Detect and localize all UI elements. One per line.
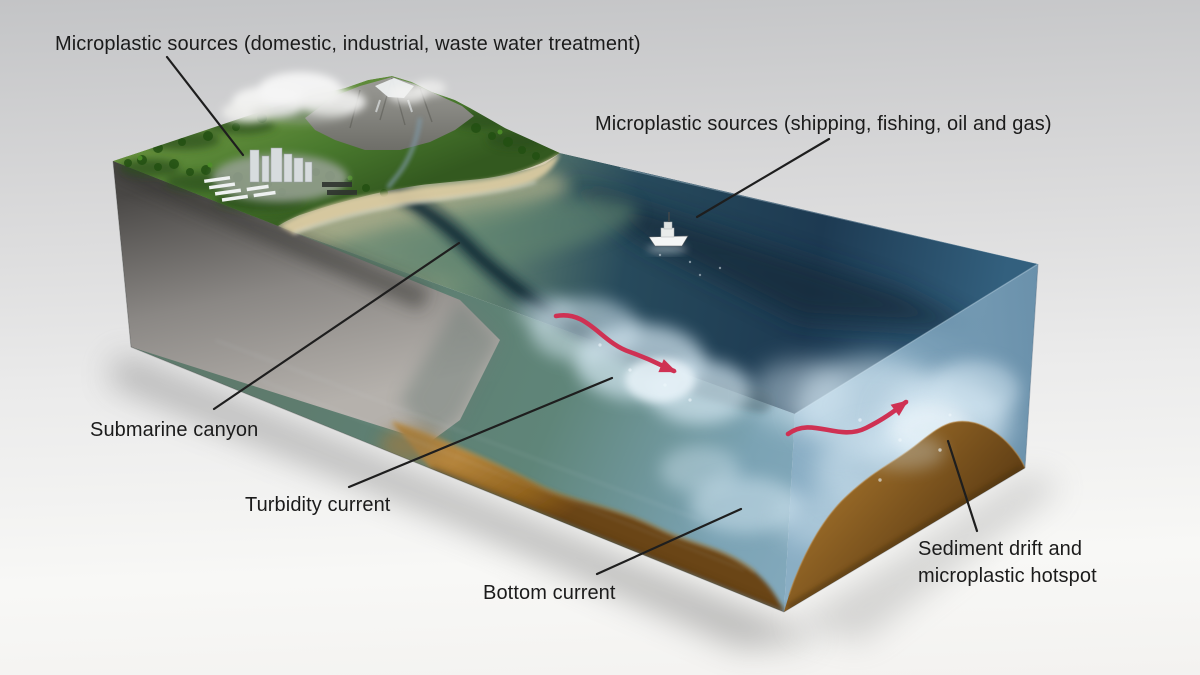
particle-speckles [598, 253, 952, 482]
sediment-mound [784, 420, 1026, 612]
flow-arrow-turbidity-icon [553, 312, 677, 374]
leader-bottom-current [595, 507, 743, 576]
label-bottom-current: Bottom current [483, 582, 616, 604]
city-buildings-icon [203, 147, 357, 202]
block-shadow [108, 355, 1062, 648]
leader-turbidity-current [347, 376, 614, 489]
label-sources-land: Microplastic sources (domestic, industri… [55, 33, 641, 55]
cloud-icon [222, 72, 446, 124]
leader-lines [165, 55, 979, 576]
river [386, 117, 422, 189]
leader-sediment-drift [946, 439, 979, 533]
label-sources-sea: Microplastic sources (shipping, fishing,… [595, 113, 1052, 135]
label-submarine-canyon: Submarine canyon [90, 419, 259, 441]
deep-water-shading [560, 180, 980, 330]
ocean-block [113, 76, 1038, 612]
plume-wisp [865, 434, 945, 470]
leader-sources-sea [695, 137, 831, 219]
beach [280, 153, 560, 234]
leader-submarine-canyon [212, 241, 461, 411]
label-turbidity-current: Turbidity current [245, 494, 391, 516]
leader-sources-land [165, 55, 245, 157]
flow-arrow-bottom-icon [785, 399, 909, 437]
left-face-rock [113, 161, 500, 442]
ship-icon [647, 212, 689, 253]
label-sediment-drift: Sediment drift and microplastic hotspot [918, 538, 1097, 587]
